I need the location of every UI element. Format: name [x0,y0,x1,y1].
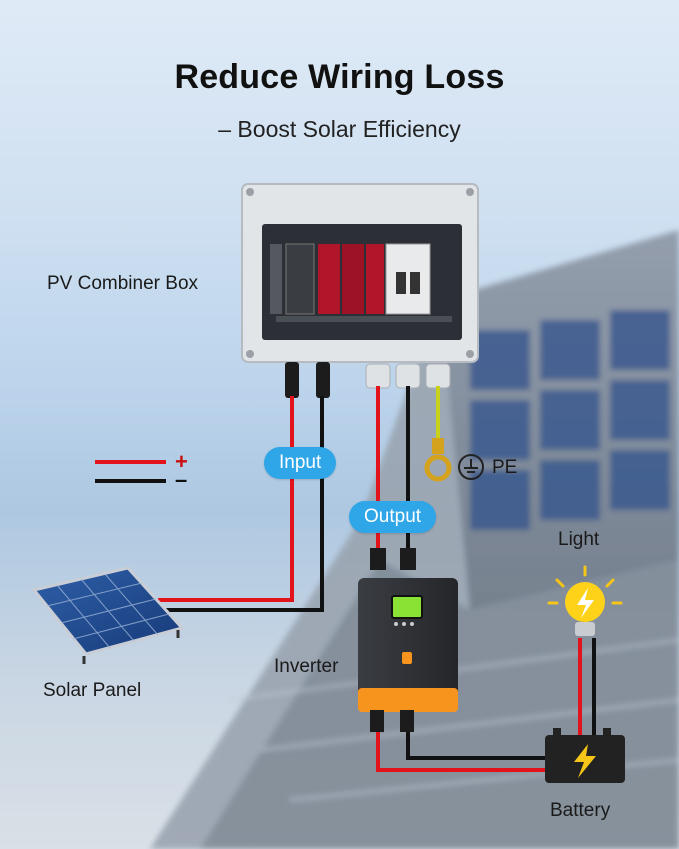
inverter-graphic [358,548,458,732]
negative-sign: – [175,467,188,492]
positive-sign: + [175,449,188,474]
ground-icon [458,454,484,480]
ground-terminal [424,438,452,482]
pe-label: PE [492,457,518,478]
battery-icon [545,728,625,783]
light-bulb-icon [547,565,623,636]
legend-wires [95,460,166,483]
battery-label: Battery [550,800,611,821]
light-label: Light [558,529,600,550]
combiner-box-label: PV Combiner Box [47,273,199,294]
output-badge: Output [349,501,437,533]
combiner-box-graphic [241,183,479,363]
inverter-label: Inverter [274,656,339,677]
input-badge: Input [264,447,337,479]
solar-panel-label: Solar Panel [43,680,142,701]
cable-glands [285,362,451,398]
solar-panel-graphic [31,566,185,664]
page-title: Reduce Wiring Loss [174,58,505,96]
page-subtitle: – Boost Solar Efficiency [218,116,461,142]
